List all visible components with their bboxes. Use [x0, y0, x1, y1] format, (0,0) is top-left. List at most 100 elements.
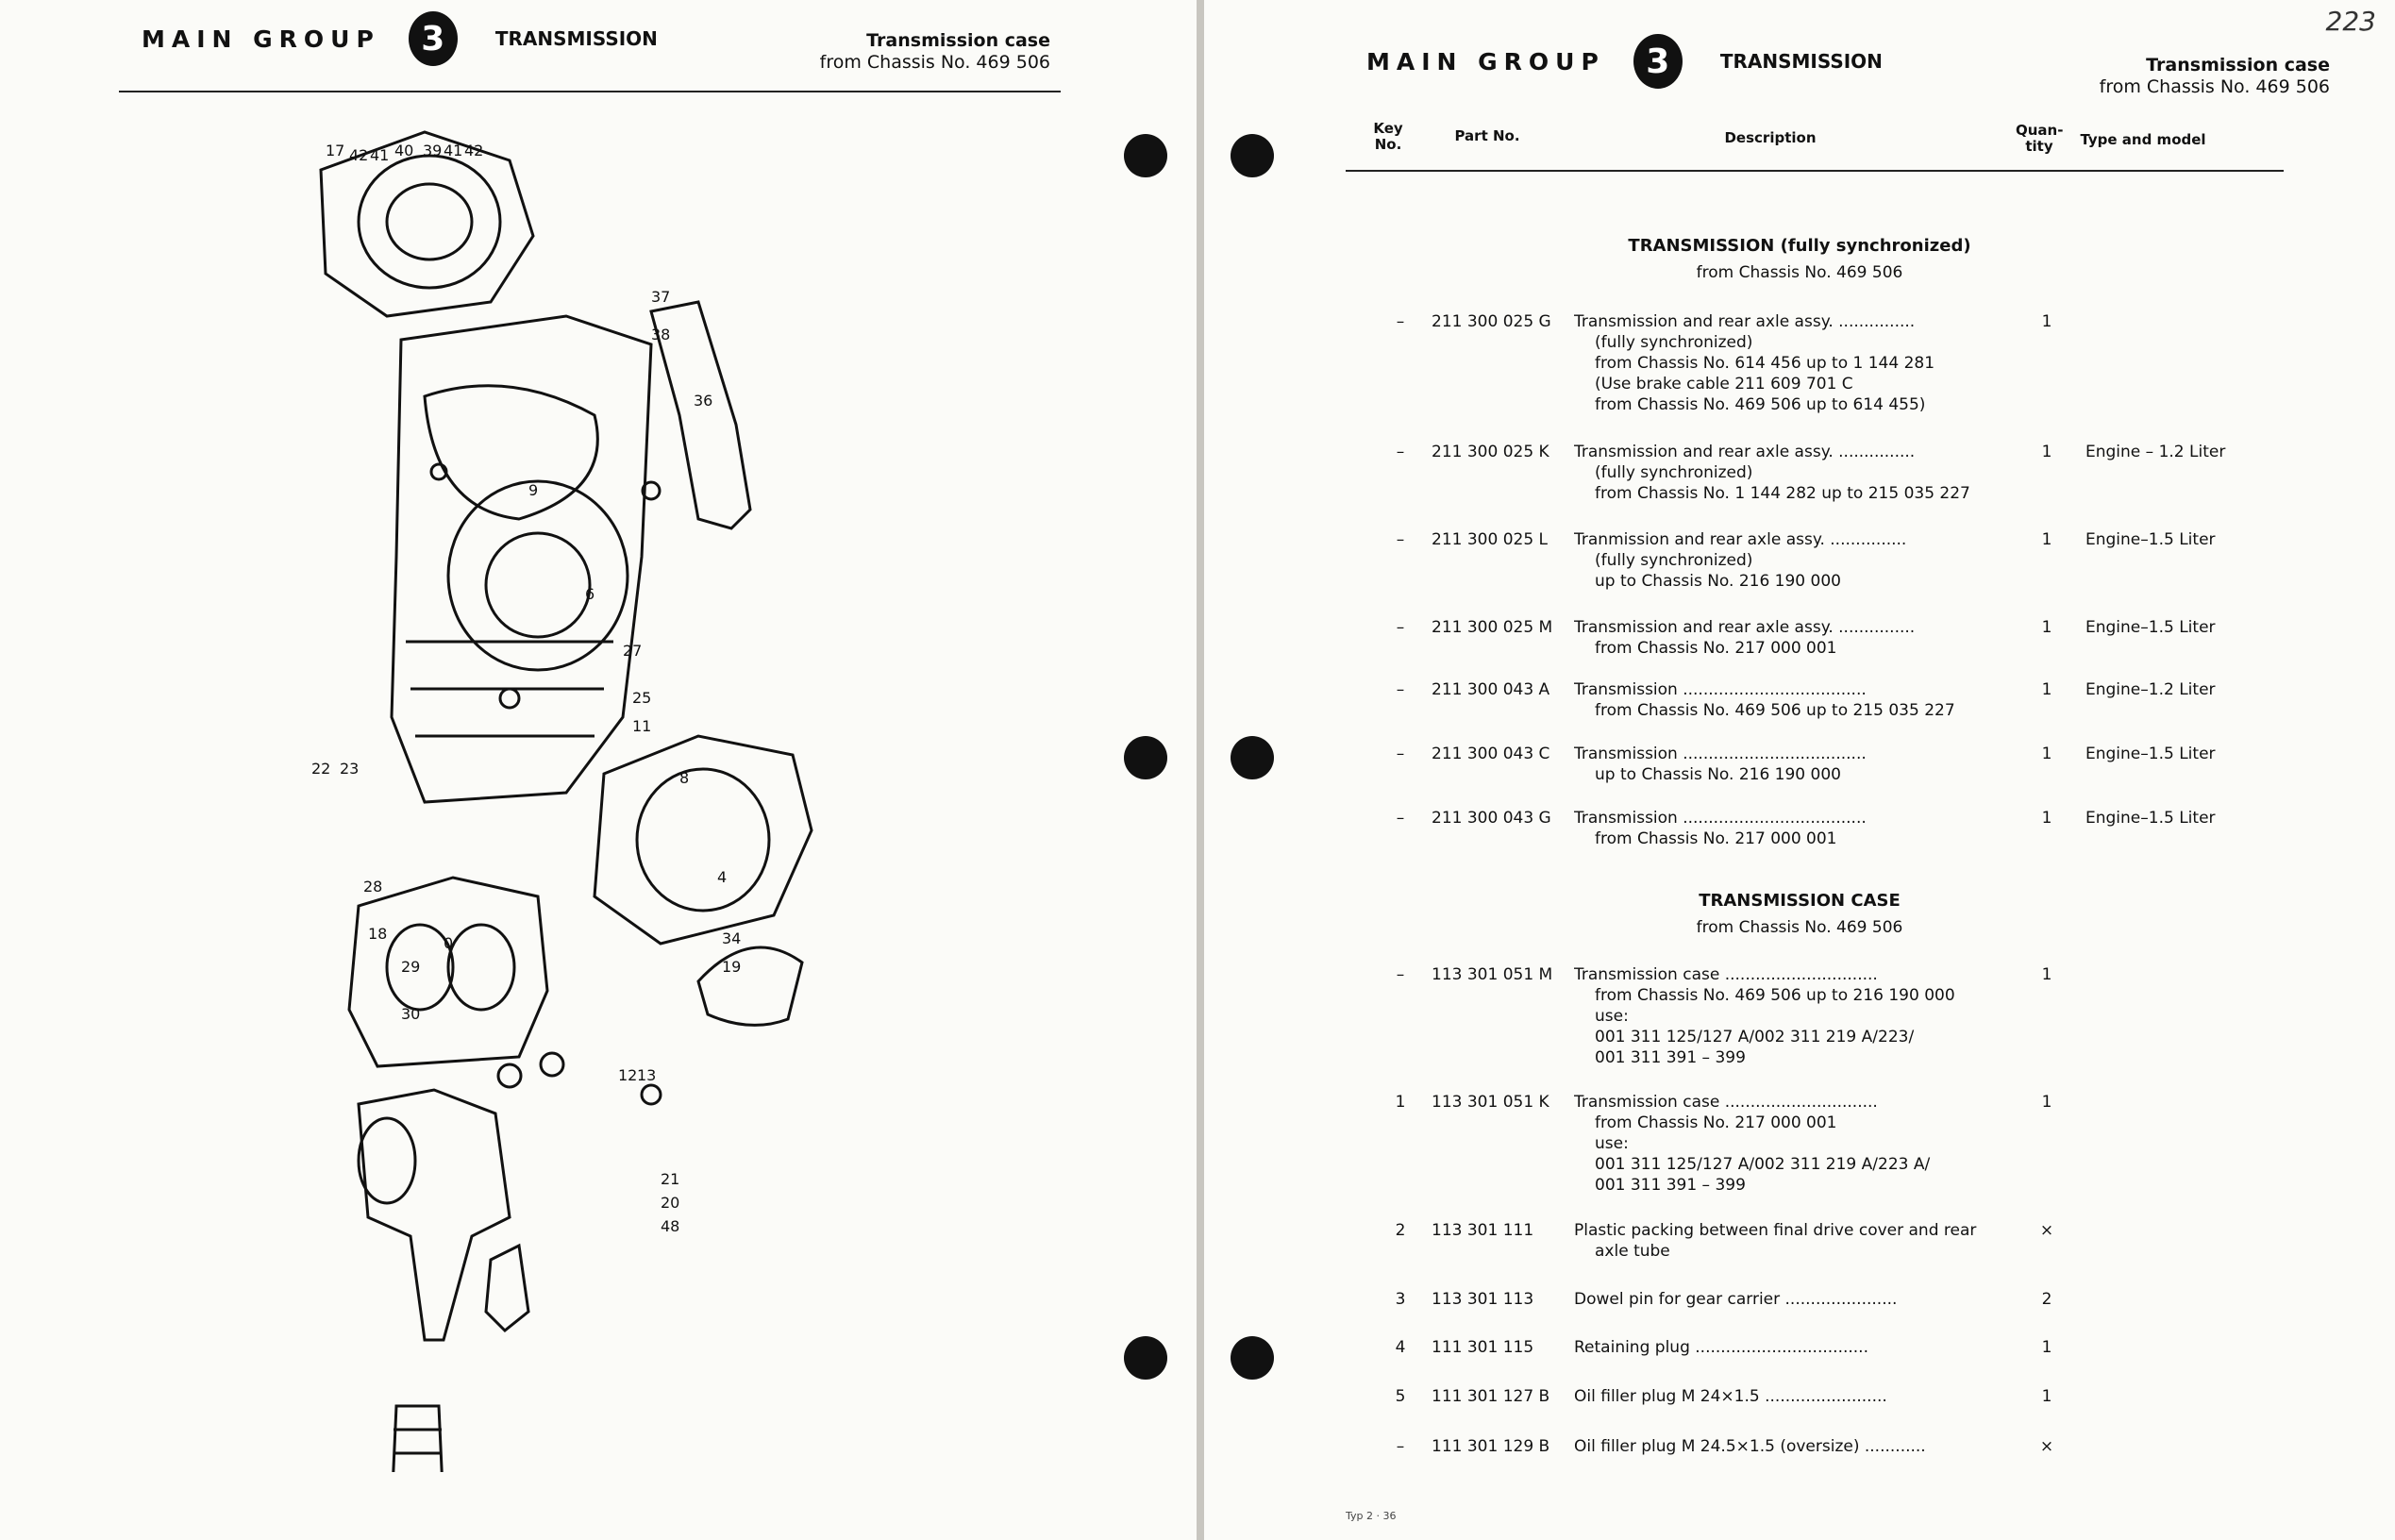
description-subline: (fully synchronized) [1595, 551, 1753, 570]
description-subline: up to Chassis No. 216 190 000 [1595, 572, 1841, 591]
col-description: Description [1724, 129, 1817, 146]
type-and-model: Engine–1.2 Liter [2085, 680, 2216, 699]
description: Transmission ...........................… [1574, 744, 2008, 785]
description-line: Dowel pin for gear carrier .............… [1574, 1290, 1898, 1309]
type-and-model: Engine – 1.2 Liter [2085, 443, 2226, 461]
description-subline: 001 311 391 – 399 [1595, 1176, 1746, 1195]
callout-label: 37 [651, 288, 670, 306]
col-type: Type and model [2080, 131, 2206, 148]
header-rule [1346, 170, 2284, 172]
quantity: 2 [2041, 1290, 2052, 1309]
quantity: 1 [2041, 1387, 2052, 1406]
callout-label: 40 [394, 142, 413, 159]
part-number: 113 301 111 [1432, 1221, 1534, 1240]
part-number: 111 301 129 B [1432, 1437, 1550, 1456]
col-part: Part No. [1454, 127, 1520, 144]
quantity: 1 [2041, 530, 2052, 549]
key-number: 4 [1395, 1338, 1406, 1357]
callout-label: 38 [651, 326, 670, 343]
callout-label: 20 [661, 1194, 679, 1212]
part-number: 211 300 025 K [1432, 443, 1549, 461]
description: Transmission case ......................… [1574, 1092, 2008, 1196]
left-page: MAIN GROUP 3 TRANSMISSION Transmission c… [0, 0, 1197, 1540]
description: Dowel pin for gear carrier .............… [1574, 1289, 2008, 1310]
description-subline: axle tube [1595, 1242, 1670, 1261]
section-title: TRANSMISSION [1719, 50, 1883, 73]
side-cover [593, 734, 813, 946]
description-subline: (fully synchronized) [1595, 333, 1753, 352]
description-subline: from Chassis No. 217 000 001 [1595, 1113, 1837, 1132]
callout-label: 25 [632, 689, 651, 707]
page-subtitle: from Chassis No. 469 506 [2099, 76, 2330, 97]
page-number: 223 [2325, 6, 2376, 37]
description-subline: from Chassis No. 469 506 up to 215 035 2… [1595, 701, 1955, 720]
callout-label: 17 [326, 142, 344, 159]
callout-label: 11 [632, 717, 651, 735]
callout-label: 9 [528, 481, 538, 499]
rubber-mount [484, 1243, 530, 1333]
key-number: – [1396, 1437, 1405, 1456]
group-number-badge: 3 [1633, 34, 1683, 89]
callout-label: 28 [363, 878, 382, 896]
header-rule [119, 91, 1061, 92]
description-subline: use: [1595, 1134, 1629, 1153]
callout-label: 22 [311, 760, 330, 778]
callout-label: 6 [585, 585, 595, 603]
part-number: 113 301 113 [1432, 1290, 1534, 1309]
key-number: – [1396, 530, 1405, 549]
callout-label: 41 [444, 142, 462, 159]
col-key: Key No. [1373, 120, 1403, 153]
part-number: 211 300 025 G [1432, 312, 1551, 331]
col-quantity: Quan-tity [2016, 122, 2064, 155]
callout-label: 27 [623, 642, 642, 660]
part-number: 211 300 043 A [1432, 680, 1550, 699]
quantity: × [2039, 1437, 2054, 1456]
description-line: Transmission ...........................… [1574, 745, 1867, 763]
callout-label: 42 [464, 142, 483, 159]
description-line: Oil filler plug M 24.5×1.5 (oversize) ..… [1574, 1437, 1926, 1456]
description-subline: 001 311 125/127 A/002 311 219 A/223 A/ [1595, 1155, 1931, 1174]
section-heading-subtitle: from Chassis No. 469 506 [1696, 918, 1903, 937]
page-subtitle: from Chassis No. 469 506 [819, 52, 1050, 73]
section-title: TRANSMISSION [494, 27, 658, 50]
description: Oil filler plug M 24×1.5 ...............… [1574, 1386, 2008, 1407]
description-subline: (fully synchronized) [1595, 463, 1753, 482]
exploded-parts-diagram: 2617424140394142143749383615169163273125… [311, 130, 813, 1472]
description-line: Plastic packing between final drive cove… [1574, 1221, 1977, 1240]
rubber-boot [392, 1404, 444, 1472]
footer-note: Typ 2 · 36 [1346, 1510, 1397, 1522]
description-line: Transmission case ......................… [1574, 1093, 1878, 1112]
quantity: × [2039, 1221, 2054, 1240]
quantity: 1 [2041, 965, 2052, 984]
key-number: 5 [1395, 1387, 1406, 1406]
callout-label: 30 [401, 1005, 420, 1023]
callout-label: 34 [722, 929, 741, 947]
quantity: 1 [2041, 312, 2052, 331]
transmission-case [390, 314, 653, 804]
description-line: Retaining plug .........................… [1574, 1338, 1868, 1357]
key-number: – [1396, 680, 1405, 699]
callout-label: 23 [340, 760, 359, 778]
right-header-right: Transmission case from Chassis No. 469 5… [2100, 55, 2330, 98]
book-gutter [1197, 0, 1204, 1540]
type-and-model: Engine–1.5 Liter [2085, 745, 2216, 763]
description-subline: from Chassis No. 614 456 up to 1 144 281 [1595, 354, 1935, 373]
binder-hole [1231, 1336, 1274, 1380]
callout-label: 39 [423, 142, 442, 159]
binder-hole [1124, 134, 1167, 177]
quantity: 1 [2041, 1338, 2052, 1357]
callout-label: 18 [368, 925, 387, 943]
description-subline: up to Chassis No. 216 190 000 [1595, 765, 1841, 784]
callout-label: 41 [370, 146, 389, 164]
description-subline: (Use brake cable 211 609 701 C [1595, 375, 1853, 393]
description-line: Transmission ...........................… [1574, 809, 1867, 828]
key-number: 2 [1395, 1221, 1406, 1240]
description-subline: from Chassis No. 217 000 001 [1595, 829, 1837, 848]
section-heading: TRANSMISSION CASE from Chassis No. 469 5… [1204, 891, 2395, 937]
description-subline: from Chassis No. 469 506 up to 614 455) [1595, 395, 1926, 414]
key-number: – [1396, 809, 1405, 828]
binder-hole [1231, 134, 1274, 177]
callout-label: 29 [401, 958, 420, 976]
gear-carrier [347, 876, 549, 1068]
page-title: Transmission case [866, 30, 1050, 51]
